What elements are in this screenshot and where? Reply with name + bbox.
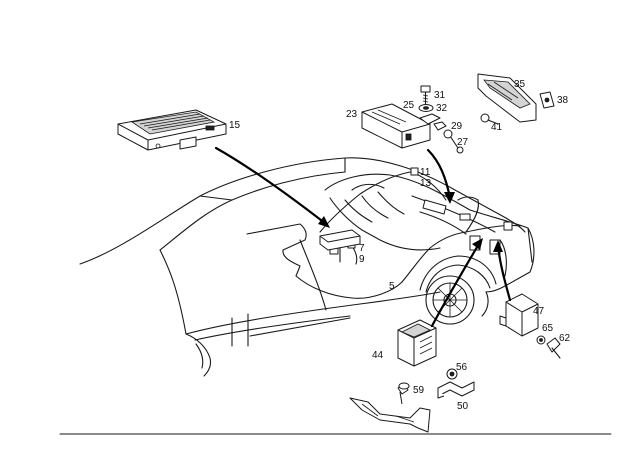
callout-9: 9 [359, 254, 365, 265]
callout-13: 13 [420, 178, 432, 189]
part-23-module [361, 103, 431, 149]
arrow-47-to-trunk [496, 244, 512, 302]
callout-15: 15 [229, 120, 241, 131]
callout-65: 65 [542, 323, 554, 334]
wiring-harness [246, 171, 521, 299]
arrow-44-to-trunk [430, 240, 482, 328]
callout-31: 31 [434, 90, 446, 101]
seat-control-unit [319, 229, 361, 251]
callout-5: 5 [389, 281, 395, 292]
callout-11: 11 [420, 167, 431, 178]
bolt-41 [480, 113, 490, 123]
part-65-washer [536, 335, 546, 345]
bolt-27 [443, 129, 453, 139]
callout-labels: 15 23 31 25 32 29 27 35 38 41 11 13 7 9 … [229, 79, 571, 412]
part-35-trim-cover [477, 73, 537, 123]
part-59-screw [397, 382, 410, 405]
callout-arrows [214, 146, 512, 328]
callout-59: 59 [413, 385, 425, 396]
callout-27: 27 [457, 137, 469, 148]
connector-trunk-a [459, 213, 471, 221]
callout-23: 23 [346, 109, 358, 120]
part-47-module [499, 293, 539, 337]
connector-trunk-c [422, 199, 447, 215]
part-50-bracket [437, 381, 475, 399]
callout-38: 38 [557, 95, 569, 106]
callout-50: 50 [457, 401, 469, 412]
hardware-cluster [418, 85, 499, 154]
part-62-screw [546, 337, 561, 359]
callout-29: 29 [451, 121, 463, 132]
callout-25: 25 [403, 100, 415, 111]
bracket-25 [419, 113, 441, 125]
arrow-15-to-car [214, 146, 328, 226]
connector-11 [410, 167, 419, 176]
connector-trunk-b [503, 221, 513, 231]
body-support-bracket [349, 397, 431, 433]
part-44-unit [397, 319, 437, 367]
callout-62: 62 [559, 333, 571, 344]
nut-29 [433, 121, 447, 131]
part-56-nut [446, 368, 458, 380]
callout-44: 44 [372, 350, 384, 361]
part-38-clip [539, 91, 555, 109]
callout-32: 32 [436, 103, 448, 114]
callout-56: 56 [456, 362, 468, 373]
bolt-31-head [420, 85, 431, 93]
callout-41: 41 [491, 122, 503, 133]
callout-35: 35 [514, 79, 526, 90]
callout-7: 7 [359, 243, 365, 254]
callout-47: 47 [533, 306, 545, 317]
part-15-amplifier [117, 109, 227, 151]
